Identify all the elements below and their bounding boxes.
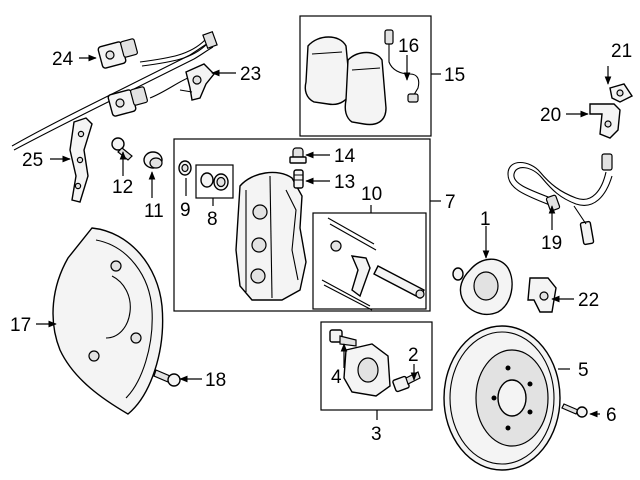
callout-12: 12 — [112, 177, 133, 198]
seal-part-9 — [178, 160, 192, 176]
callout-7: 7 — [445, 192, 456, 213]
callout-11: 11 — [144, 201, 164, 222]
splash-shield-part-17 — [52, 227, 164, 415]
callout-23: 23 — [240, 64, 261, 85]
wire-connector-lower — [107, 86, 148, 117]
callout-24: 24 — [52, 49, 74, 70]
wear-sensor-part-23 — [179, 63, 215, 101]
callout-5: 5 — [578, 360, 589, 381]
bearing-part-4 — [343, 343, 391, 397]
bracket-part-22 — [527, 277, 557, 313]
hardware-kit-group-box — [312, 212, 427, 310]
callout-1: 1 — [480, 209, 491, 230]
seal-kit-part-8 — [200, 172, 229, 191]
caliper-group-box — [173, 138, 431, 312]
bleeder-screw-part-13 — [293, 169, 304, 189]
callout-labels: 1 2 3 4 5 6 7 8 9 10 11 12 13 14 15 16 1… — [10, 36, 632, 445]
bolt-part-2 — [392, 371, 421, 393]
callout-13: 13 — [334, 172, 355, 193]
callout-19: 19 — [541, 233, 562, 254]
brake-pad-right — [344, 51, 387, 126]
callout-3: 3 — [371, 424, 382, 445]
callout-8: 8 — [207, 209, 218, 230]
wiring-harness — [11, 30, 218, 151]
wheel-hub-part-1 — [452, 258, 513, 316]
bleeder-cap-part-14 — [289, 147, 307, 164]
bolt-part-18 — [153, 369, 181, 387]
brake-pad-group-box — [299, 15, 432, 137]
callout-25: 25 — [22, 150, 43, 171]
callout-4: 4 — [331, 367, 342, 388]
bolt-part-4 — [329, 329, 357, 347]
callout-18: 18 — [205, 370, 226, 391]
callout-15: 15 — [444, 65, 465, 86]
screw-part-6 — [561, 403, 588, 418]
bracket-part-20 — [589, 103, 621, 139]
callout-17: 17 — [10, 315, 31, 336]
brake-rotor-part-5 — [443, 325, 561, 471]
hardware-kit-part-10 — [321, 217, 425, 311]
callout-22: 22 — [578, 290, 599, 311]
callout-2: 2 — [408, 345, 419, 366]
brake-hose-part-19 — [507, 153, 613, 246]
callout-14: 14 — [334, 146, 356, 167]
leader-lines — [36, 54, 612, 420]
callout-9: 9 — [180, 200, 191, 221]
bolt-part-12 — [111, 137, 133, 161]
callout-10: 10 — [361, 184, 382, 205]
callout-20: 20 — [540, 105, 561, 126]
seal-kit-group-box — [195, 164, 234, 199]
brake-caliper-part-7 — [235, 171, 307, 301]
wire-connector-upper — [97, 38, 138, 69]
bolt-part-21 — [609, 83, 634, 103]
harness-bracket-part-25 — [69, 117, 93, 203]
brake-pad-left — [304, 36, 351, 106]
callout-21: 21 — [611, 41, 632, 62]
callout-6: 6 — [606, 405, 617, 426]
sleeve-part-11 — [143, 151, 163, 169]
callout-16: 16 — [398, 36, 419, 57]
